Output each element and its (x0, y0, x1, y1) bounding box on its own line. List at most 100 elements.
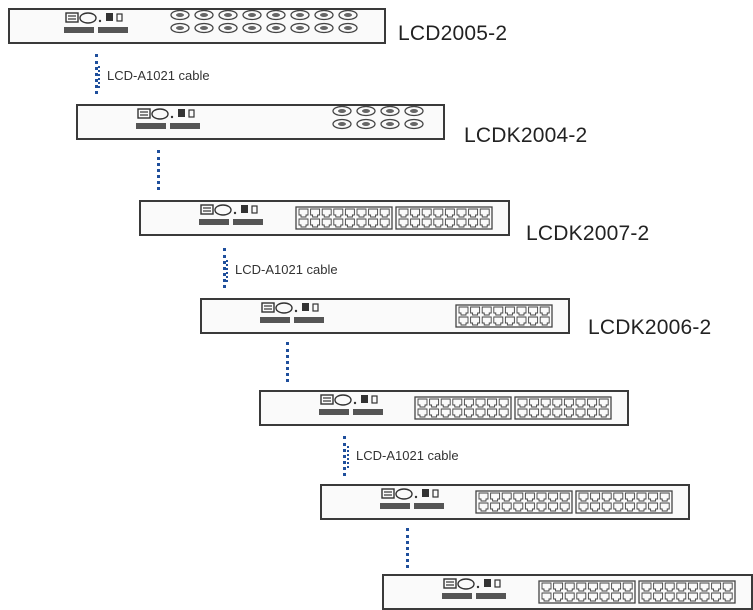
rj45-port-icon (687, 592, 698, 602)
rj45-port-icon (575, 398, 586, 408)
computer-port-icon (380, 118, 400, 130)
rj45-port-icon (429, 408, 440, 418)
usb-port-icon (302, 303, 309, 311)
rj45-port-icon (563, 408, 574, 418)
rj45-port-icon (298, 208, 309, 218)
power-port-icon (494, 579, 501, 588)
rj45-port-icon (344, 218, 355, 228)
rj45-port-icon (456, 208, 467, 218)
rj45-port-icon (540, 398, 551, 408)
computer-port-icon (170, 10, 190, 21)
rj45-port-icon (575, 408, 586, 418)
computer-port-icon (242, 10, 262, 21)
rj45-port-icon (368, 218, 379, 228)
rj45-port-icon (478, 502, 489, 512)
computer-port-icon (266, 10, 286, 21)
rj45-port-icon (440, 408, 451, 418)
rj45-port-icon (504, 306, 515, 316)
label-plate (414, 503, 444, 509)
vga-port-icon (79, 12, 97, 24)
rj45-port-icon (598, 398, 609, 408)
label-plate (442, 593, 472, 599)
rj45-port-icon (517, 408, 528, 418)
label-plate (233, 219, 263, 225)
rj45-port-icon (410, 218, 421, 228)
rj45-port-icon (481, 306, 492, 316)
label-plate (260, 317, 290, 323)
rj45-port-icon (590, 492, 601, 502)
rj45-port-icon (653, 592, 664, 602)
usb-port-icon (241, 205, 248, 213)
rj45-port-icon (541, 582, 552, 592)
rj45-port-icon (528, 316, 539, 326)
rj45-port-icon (429, 398, 440, 408)
front-panel-7 (442, 578, 736, 604)
console-port-icon (200, 204, 214, 215)
vga-port-icon (457, 578, 475, 590)
usb-port-icon (106, 13, 113, 21)
rj45-port-icon (676, 582, 687, 592)
rj45-port-icon (613, 492, 624, 502)
computer-port-icon (404, 118, 424, 130)
label-plate (136, 123, 166, 129)
rj45-port-icon (321, 218, 332, 228)
rj45-port-icon (552, 408, 563, 418)
rj45-port-icon (559, 502, 570, 512)
rj45-port-icon (513, 492, 524, 502)
daisy-chain-cable-2 (157, 150, 160, 190)
rj45-port-icon (333, 208, 344, 218)
rj45-port-icon (601, 492, 612, 502)
rj45-port-icon (578, 492, 589, 502)
model-label-4: LCDK2006-2 (588, 316, 712, 339)
computer-port-icon (338, 22, 358, 34)
rj45-port-icon (664, 582, 675, 592)
rj45-port-icon (539, 316, 550, 326)
label-plate (199, 219, 229, 225)
computer-port-icon (266, 22, 286, 34)
label-plate (170, 123, 200, 129)
rj45-port-block (395, 206, 493, 230)
computer-port-icon (332, 118, 352, 130)
power-port-icon (251, 205, 258, 214)
rj45-port-icon (475, 398, 486, 408)
rj45-port-icon (636, 502, 647, 512)
rj45-port-icon (398, 208, 409, 218)
rj45-port-icon (636, 492, 647, 502)
front-panel-6 (380, 488, 673, 514)
rj45-port-icon (553, 592, 564, 602)
rj45-port-icon (564, 582, 575, 592)
daisy-chain-cable-6 (406, 528, 409, 568)
rj45-port-icon (699, 592, 710, 602)
rj45-port-icon (452, 398, 463, 408)
cable-label-1: LCD-A1021 cable (98, 66, 210, 88)
vga-port-icon (151, 108, 169, 120)
rj45-port-icon (444, 218, 455, 228)
rj45-port-icon (398, 218, 409, 228)
rj45-port-block (575, 490, 673, 514)
rj45-port-icon (529, 398, 540, 408)
rj45-port-icon (722, 592, 733, 602)
rj45-port-icon (699, 582, 710, 592)
rj45-port-icon (417, 408, 428, 418)
rj45-port-icon (541, 592, 552, 602)
model-label-1: LCD2005-2 (398, 22, 508, 45)
rj45-port-icon (458, 306, 469, 316)
rj45-port-icon (552, 398, 563, 408)
vga-port-icon (275, 302, 293, 314)
rj45-port-icon (528, 306, 539, 316)
cable-label-5: LCD-A1021 cable (347, 446, 459, 468)
rj45-port-icon (653, 582, 664, 592)
rj45-port-icon (641, 582, 652, 592)
cable-label-3: LCD-A1021 cable (226, 260, 338, 282)
computer-port-icon (218, 10, 238, 21)
rj45-port-icon (379, 208, 390, 218)
rj45-port-icon (479, 218, 490, 228)
rj45-port-icon (611, 592, 622, 602)
rj45-port-icon (433, 208, 444, 218)
front-panel-2 (136, 106, 424, 130)
front-panel-3 (199, 204, 493, 230)
rj45-port-icon (576, 582, 587, 592)
console-port-icon (65, 12, 79, 23)
rj45-port-icon (516, 306, 527, 316)
console-port-icon (381, 488, 395, 499)
